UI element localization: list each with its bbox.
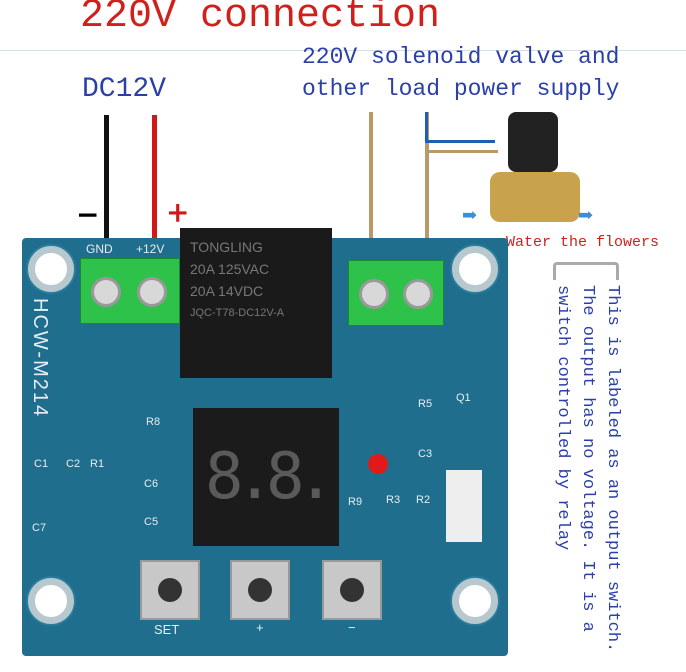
model-label: HCW-M214	[29, 298, 51, 419]
plus-button[interactable]	[230, 560, 290, 620]
note-line-3: switch controlled by relay	[553, 285, 572, 551]
minus-button[interactable]	[322, 560, 382, 620]
note-line-1: This is labeled as an output switch.	[603, 285, 622, 653]
part-label: R8	[146, 416, 161, 428]
page-title: 220V connection	[80, 0, 441, 39]
relay-text: 20A 14VDC	[190, 283, 264, 299]
pcb-board: GND +12V HCW-M214 TONGLING 20A 125VAC 20…	[22, 228, 508, 656]
flow-arrow-in-icon: ➡	[462, 205, 478, 226]
brace-icon	[553, 262, 619, 280]
mount-hole	[28, 246, 74, 292]
part-label: C1	[34, 458, 49, 470]
part-label: R1	[90, 458, 105, 470]
divider	[0, 50, 686, 51]
minus-sign: −	[76, 198, 100, 231]
part-label: C7	[32, 522, 47, 534]
plus-sign: +	[166, 196, 190, 229]
part-label: R9	[348, 496, 363, 508]
part-label: C2	[66, 458, 81, 470]
part-label: C3	[418, 448, 433, 460]
dc-label: DC12V	[82, 74, 167, 105]
relay-text: JQC-T78-DC12V-A	[190, 307, 285, 319]
mount-hole	[28, 578, 74, 624]
relay-text: TONGLING	[190, 239, 263, 255]
part-label: R5	[418, 398, 433, 410]
seven-segment-display: 8.8.	[193, 408, 339, 546]
output-terminal[interactable]	[348, 260, 444, 326]
brown-wire-h	[428, 150, 498, 153]
set-label: SET	[154, 622, 180, 637]
v12-label: +12V	[136, 242, 165, 256]
flow-arrow-out-icon: ➡	[578, 205, 594, 226]
mount-hole	[452, 578, 498, 624]
note-line-2: The output has no voltage. It is a	[578, 285, 597, 632]
part-label: Q1	[456, 392, 471, 404]
blue-wire-h	[425, 140, 495, 143]
part-label: C6	[144, 478, 159, 490]
load-label-2: other load power supply	[302, 76, 620, 102]
load-wire-left	[369, 112, 373, 247]
part-label: R2	[416, 494, 431, 506]
gnd-wire	[104, 115, 109, 240]
load-wire-right	[425, 112, 429, 247]
water-label: Water the flowers	[506, 234, 660, 251]
mount-hole	[452, 246, 498, 292]
part-label: R3	[386, 494, 401, 506]
plus-label: +	[256, 620, 264, 635]
positive-wire	[152, 115, 157, 240]
minus-label: −	[348, 620, 356, 635]
load-label-1: 220V solenoid valve and	[302, 44, 620, 70]
relay-text: 20A 125VAC	[190, 261, 270, 277]
relay: TONGLING 20A 125VAC 20A 14VDC JQC-T78-DC…	[180, 228, 332, 378]
led-indicator	[368, 454, 388, 474]
blue-wire	[425, 112, 428, 142]
set-button[interactable]	[140, 560, 200, 620]
solenoid-valve-image	[490, 112, 580, 232]
power-terminal[interactable]	[80, 258, 180, 324]
sensor-connector[interactable]	[446, 470, 482, 542]
gnd-label: GND	[86, 242, 113, 256]
part-label: C5	[144, 516, 159, 528]
